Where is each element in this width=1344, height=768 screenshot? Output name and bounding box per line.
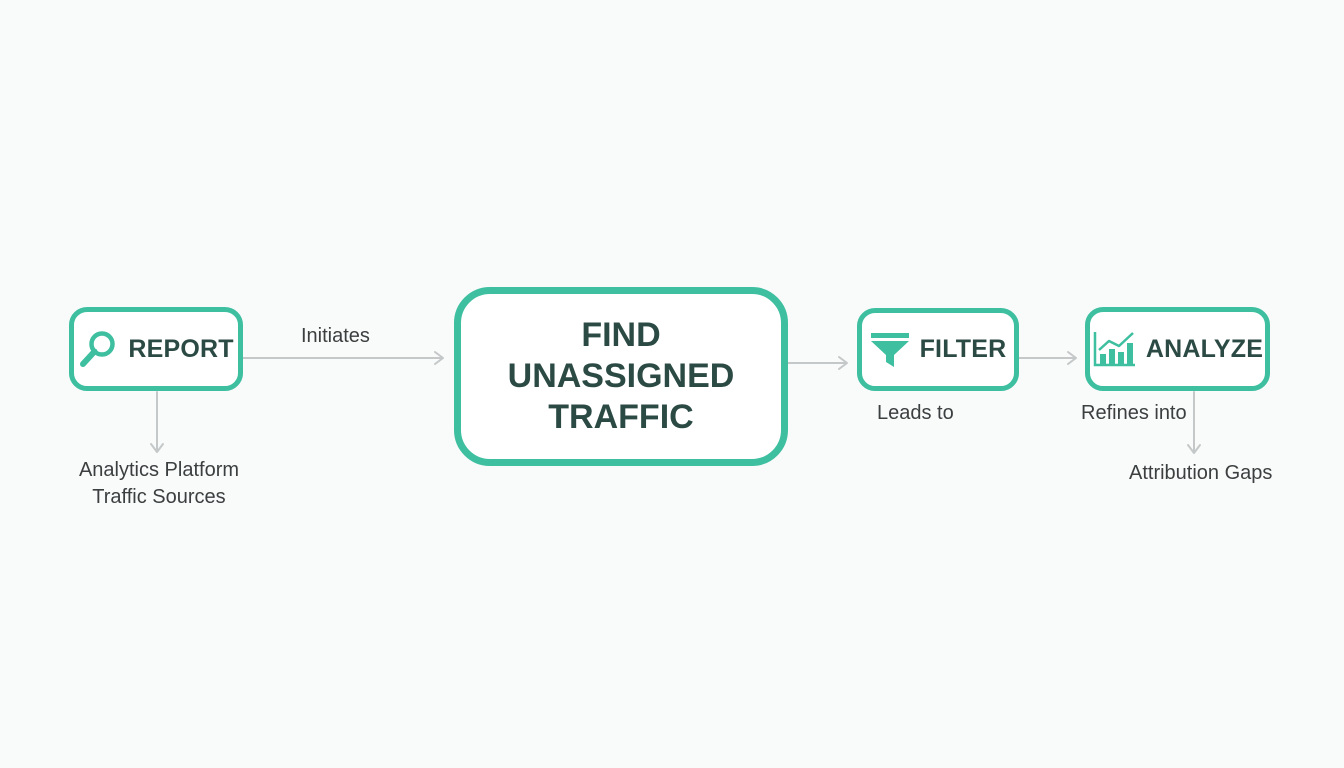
report-annotation-line-1: Analytics Platform bbox=[78, 459, 240, 481]
caption-leads-to: Leads to bbox=[877, 402, 954, 424]
arrow-report-to-main bbox=[242, 351, 444, 365]
report-annotation: Analytics Platform Traffic Sources bbox=[59, 457, 259, 511]
filter-label: FILTER bbox=[919, 335, 1007, 363]
magnifier-icon bbox=[78, 329, 118, 369]
analyze-label: ANALYZE bbox=[1145, 334, 1264, 363]
main-title-line-2: UNASSIGNED bbox=[507, 357, 735, 395]
caption-refines-into: Refines into bbox=[1081, 402, 1187, 424]
filter-node: FILTER bbox=[857, 308, 1019, 391]
report-node: REPORT bbox=[69, 307, 243, 391]
arrow-filter-to-analyze bbox=[1018, 351, 1077, 365]
funnel-icon bbox=[870, 331, 910, 369]
report-annotation-line-2: Traffic Sources bbox=[92, 486, 226, 508]
edge-label-initiates: Initiates bbox=[301, 325, 370, 347]
annotation-attribution-gaps: Attribution Gaps bbox=[1129, 462, 1273, 484]
main-node: FIND UNASSIGNED TRAFFIC bbox=[454, 287, 788, 466]
analyze-node: ANALYZE bbox=[1085, 307, 1270, 391]
main-title: FIND UNASSIGNED TRAFFIC bbox=[508, 315, 735, 438]
bar-chart-icon bbox=[1092, 330, 1136, 368]
arrow-analyze-down bbox=[1187, 391, 1201, 454]
main-title-line-3: TRAFFIC bbox=[548, 398, 694, 436]
arrow-report-down bbox=[150, 391, 164, 453]
report-label: REPORT bbox=[128, 334, 234, 363]
main-title-line-1: FIND bbox=[581, 316, 661, 354]
arrow-main-to-filter bbox=[787, 356, 848, 370]
